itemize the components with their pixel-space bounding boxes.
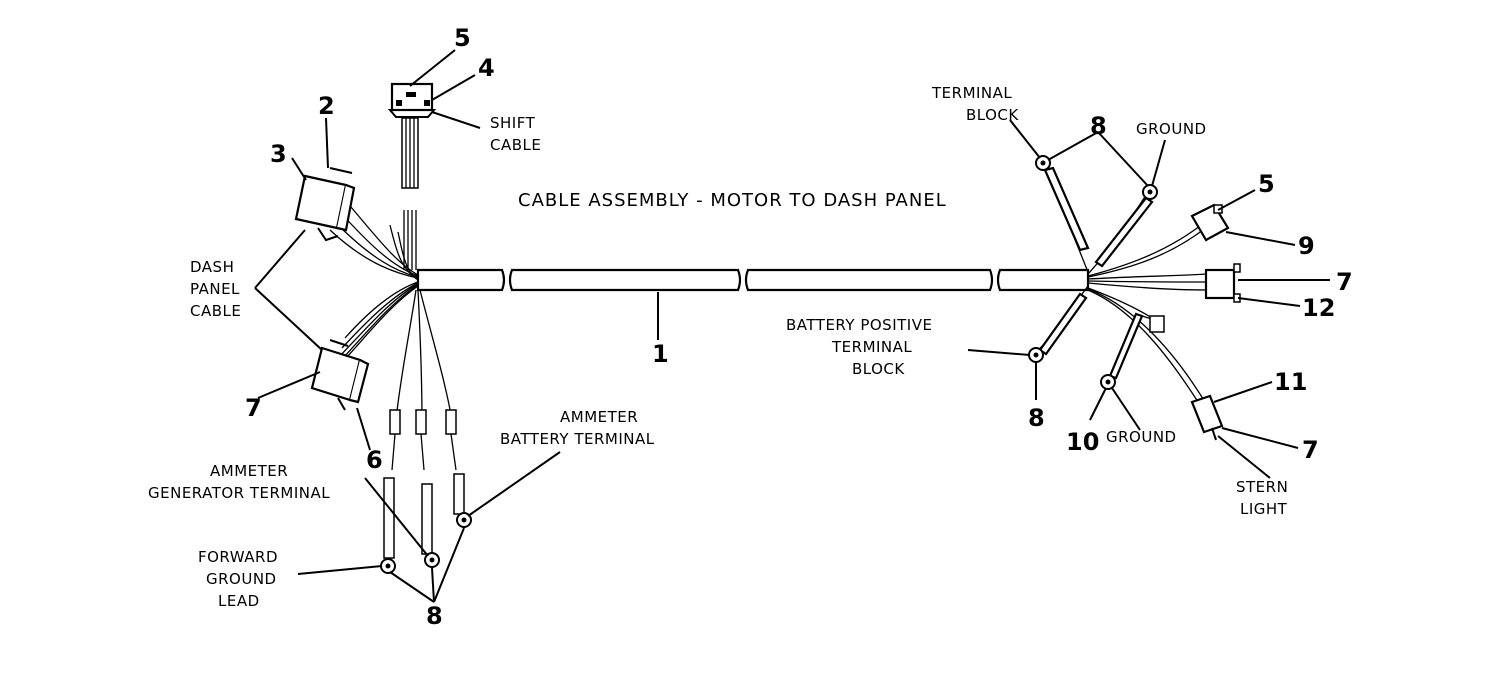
callout-8-bottom-left: 8: [426, 602, 443, 630]
forward-ground-lead-label-line3: LEAD: [218, 592, 260, 610]
ammeter-generator-terminal-label-line1: AMMETER: [210, 462, 288, 480]
main-cable: [416, 268, 1090, 292]
callout-7-left: 7: [245, 394, 262, 422]
battery-positive-label-line1: BATTERY POSITIVE: [786, 316, 932, 334]
callout-5-right: 5: [1258, 170, 1275, 198]
callout-8-top-right: 8: [1090, 112, 1107, 140]
right-components: [1028, 155, 1241, 441]
terminal-block-label-line2: BLOCK: [966, 106, 1019, 124]
callout-10: 10: [1066, 428, 1099, 456]
callout-4: 4: [478, 54, 495, 82]
lower-dash-connector: [310, 339, 370, 411]
upper-dash-connector: [294, 167, 356, 242]
callout-3: 3: [270, 140, 287, 168]
shift-connector: [387, 82, 437, 118]
dash-panel-cable-label-line3: CABLE: [190, 302, 241, 320]
dash-panel-cable-label-line2: PANEL: [190, 280, 240, 298]
dash-panel-cable-label-line1: DASH: [190, 258, 234, 276]
ammeter-generator-terminal-label-line2: GENERATOR TERMINAL: [148, 484, 330, 502]
callout-5-left: 5: [454, 24, 471, 52]
ground-bottom-label: GROUND: [1106, 428, 1177, 446]
left-terminals: [380, 409, 472, 574]
callout-1: 1: [652, 340, 669, 368]
terminal-block-label-line1: TERMINAL: [931, 84, 1012, 102]
callout-12: 12: [1302, 294, 1335, 322]
shift-cable: [401, 117, 419, 189]
callout-2: 2: [318, 92, 335, 120]
shift-cable-label-line2: CABLE: [490, 136, 541, 154]
ammeter-battery-terminal-label-line1: AMMETER: [560, 408, 638, 426]
battery-positive-label-line3: BLOCK: [852, 360, 905, 378]
battery-positive-label-line2: TERMINAL: [831, 338, 912, 356]
callout-11: 11: [1274, 368, 1307, 396]
forward-ground-lead-label-line1: FORWARD: [198, 548, 278, 566]
callout-6: 6: [366, 446, 383, 474]
diagram-title: CABLE ASSEMBLY - MOTOR TO DASH PANEL: [518, 190, 947, 211]
forward-ground-lead-label-line2: GROUND: [206, 570, 277, 588]
callout-9: 9: [1298, 232, 1315, 260]
stern-light-label-line2: LIGHT: [1240, 500, 1288, 518]
shift-cable-label-line1: SHIFT: [490, 114, 536, 132]
leader-lines: [254, 49, 1330, 603]
ground-top-label: GROUND: [1136, 120, 1207, 138]
callout-8-mid-right: 8: [1028, 404, 1045, 432]
callout-7-right-plug: 7: [1336, 268, 1353, 296]
stern-light-label-line1: STERN: [1236, 478, 1288, 496]
ammeter-battery-terminal-label-line2: BATTERY TERMINAL: [500, 430, 655, 448]
callout-7-right-stern: 7: [1302, 436, 1319, 464]
